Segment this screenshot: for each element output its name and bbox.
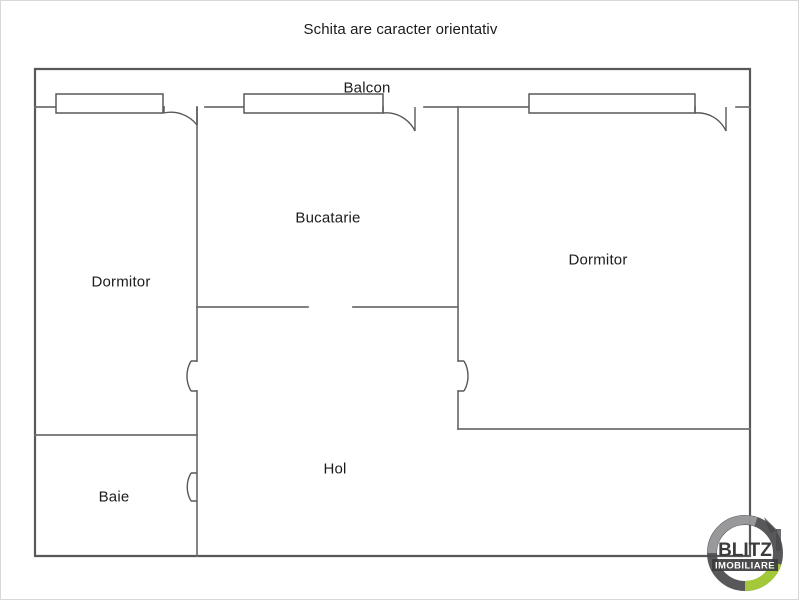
door-jamb-topmiddle xyxy=(382,107,416,131)
door-arc-topright xyxy=(694,112,727,132)
door-arc-topleft xyxy=(163,111,198,126)
door-jamb-topleft xyxy=(163,107,198,125)
window-right xyxy=(528,93,696,114)
door-arc-baie xyxy=(186,472,192,502)
interior-walls xyxy=(34,106,751,557)
room-label-dormitor-right: Dormitor xyxy=(568,251,628,269)
page-title: Schita are caracter orientativ xyxy=(303,21,498,38)
watermark-logo: BLITZ IMOBILIARE xyxy=(707,515,783,591)
room-label-hol: Hol xyxy=(323,460,347,478)
windows xyxy=(55,93,696,114)
room-label-baie: Baie xyxy=(98,488,130,506)
watermark-text: BLITZ IMOBILIARE xyxy=(712,540,778,572)
door-arc-dormitor-left xyxy=(186,360,192,392)
door-jamb-topright xyxy=(694,107,727,131)
door-jamb-dormitor-right xyxy=(458,360,464,392)
room-label-balcon: Balcon xyxy=(343,79,391,97)
window-left xyxy=(55,93,164,114)
door-arc-dormitor-right xyxy=(463,360,469,392)
room-label-dormitor-left: Dormitor xyxy=(91,273,151,291)
watermark-brand: BLITZ xyxy=(718,540,772,561)
room-label-bucatarie: Bucatarie xyxy=(295,209,361,227)
door-arc-topmiddle xyxy=(382,112,416,132)
outer-walls xyxy=(33,67,752,558)
door-jamb-dormitor-left xyxy=(191,360,197,392)
window-middle xyxy=(243,93,384,114)
door-jamb-baie xyxy=(191,472,197,502)
watermark-subtitle: IMOBILIARE xyxy=(715,561,775,572)
doors xyxy=(163,107,727,502)
